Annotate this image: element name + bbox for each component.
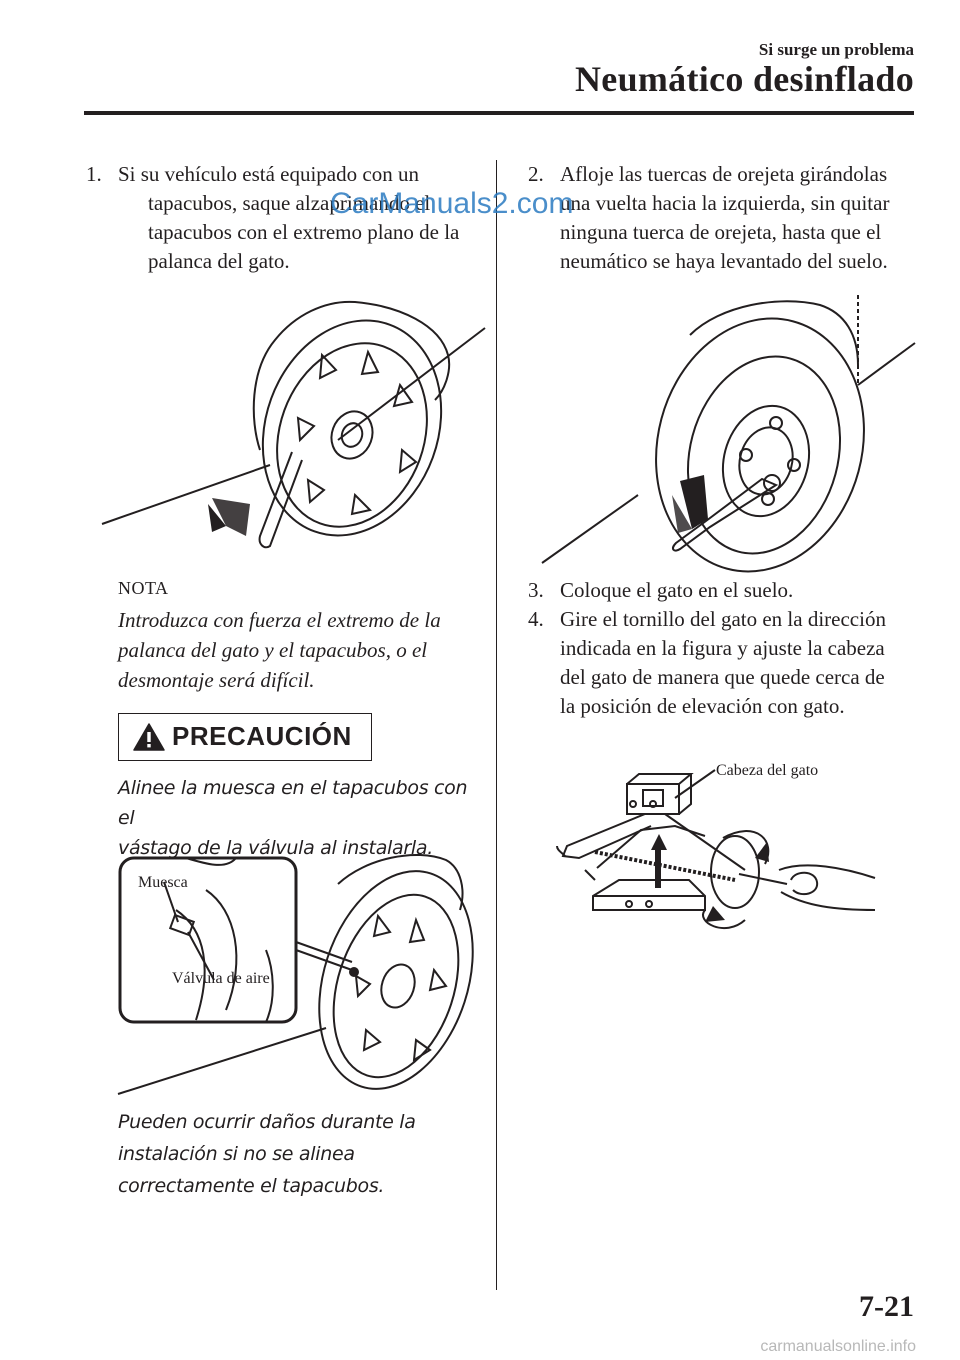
notch-label: Muesca <box>138 874 188 891</box>
warning-icon <box>133 723 165 751</box>
footer-logo: carmanualsonline.info <box>760 1338 916 1355</box>
caution-text: Alinee la muesca en el tapacubos con el … <box>118 773 488 863</box>
step-1-number: 1. <box>86 162 102 186</box>
step-2-line-4: neumático se haya levantado del suelo. <box>560 249 888 273</box>
caution-line-2: vástago de la válvula al instalarla. <box>118 837 433 859</box>
step-4-line-4: la posición de elevación con gato. <box>560 694 845 718</box>
caution-title: PRECAUCIÓN <box>172 721 352 751</box>
lug-nut-loosening-illustration <box>541 295 916 573</box>
step-1-line-2: tapacubos, saque alzaprimando el <box>148 191 431 215</box>
damage-text: Pueden ocurrir daños durante la instalac… <box>118 1106 488 1202</box>
jack-head-label: Cabeza del gato <box>716 762 819 779</box>
step-2-line-1: Afloje las tuercas de orejeta girándolas <box>560 162 888 186</box>
damage-line-3: correctamente el tapacubos. <box>118 1175 385 1197</box>
note-line-2: palanca del gato y el tapacubos, o el <box>118 638 428 662</box>
caution-line-1: Alinee la muesca en el tapacubos con el <box>118 777 468 829</box>
watermark: CarManuals2.com <box>330 187 574 220</box>
note-label: NOTA <box>118 578 169 598</box>
step-1-line-1: Si su vehículo está equipado con un <box>118 162 419 186</box>
damage-line-1: Pueden ocurrir daños durante la <box>118 1111 416 1133</box>
step-4-line-1: Gire el tornillo del gato en la direcció… <box>560 607 886 631</box>
wheel-cover-removal-illustration <box>101 300 486 549</box>
step-2-number: 2. <box>528 162 544 186</box>
note-text: Introduzca con fuerza el extremo de la p… <box>118 605 488 695</box>
note-line-3: desmontaje será difícil. <box>118 668 315 692</box>
page-title: Neumático desinflado <box>575 59 914 99</box>
step-2-line-2: una vuelta hacia la izquierda, sin quita… <box>560 191 890 215</box>
step-1-line-4: palanca del gato. <box>148 249 290 273</box>
step-4-number: 4. <box>528 607 544 631</box>
step-1-line-3: tapacubos con el extremo plano de la <box>148 220 460 244</box>
step-4-line-3: del gato de manera que quede cerca de <box>560 665 885 689</box>
step-2-line-3: ninguna tuerca de orejeta, hasta que el <box>560 220 882 244</box>
scissor-jack-illustration <box>556 769 876 930</box>
header-rule <box>84 111 914 115</box>
valve-label: Válvula de aire <box>172 970 270 987</box>
page-number: 7-21 <box>859 1290 914 1323</box>
damage-line-2: instalación si no se alinea <box>118 1143 355 1165</box>
step-3-number: 3. <box>528 578 544 602</box>
section-name: Si surge un problema <box>758 40 914 59</box>
valve-alignment-illustration <box>117 854 474 1095</box>
step-4-line-2: indicada en la figura y ajuste la cabeza <box>560 636 885 660</box>
caution-box <box>118 713 372 761</box>
column-divider <box>496 160 497 1290</box>
step-3-line-1: Coloque el gato en el suelo. <box>560 578 794 602</box>
note-line-1: Introduzca con fuerza el extremo de la <box>118 608 441 632</box>
